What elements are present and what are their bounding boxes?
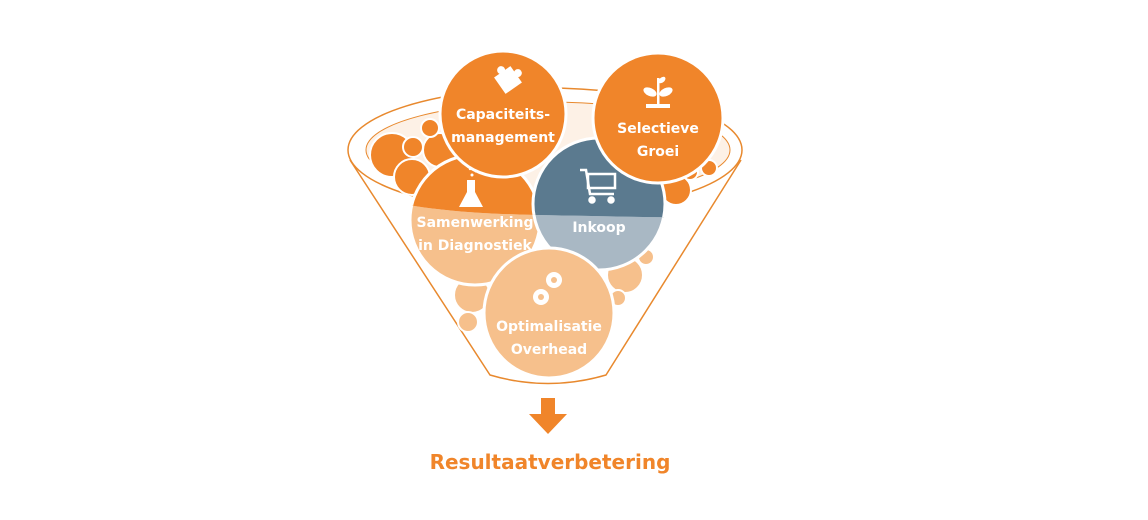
label-groei-2: Groei xyxy=(637,144,679,160)
shopping-cart-icon xyxy=(580,168,617,204)
arrow-down-icon xyxy=(529,398,567,434)
label-diagnostiek-1: Samenwerking xyxy=(416,215,533,231)
bubble-capaciteitsmanagement: Capaciteits- management xyxy=(438,49,568,179)
bubble-selectieve-groei: Selectieve Groei xyxy=(591,51,725,185)
bubble-diagnostiek: Samenwerking in Diagnostiek xyxy=(408,153,542,287)
label-diagnostiek-2: in Diagnostiek xyxy=(418,238,532,254)
label-inkoop: Inkoop xyxy=(572,220,625,236)
result-label: Resultaatverbetering xyxy=(429,450,671,474)
label-capaciteit-1: Capaciteits- xyxy=(456,107,550,123)
plant-icon xyxy=(643,76,673,108)
label-capaciteit-2: management xyxy=(451,130,555,146)
label-overhead-1: Optimalisatie xyxy=(496,319,602,335)
bubble-overhead: Optimalisatie Overhead xyxy=(482,246,616,380)
gears-icon xyxy=(533,272,562,305)
puzzle-icon xyxy=(494,66,522,94)
label-overhead-2: Overhead xyxy=(511,342,587,358)
label-groei-1: Selectieve xyxy=(617,121,699,137)
